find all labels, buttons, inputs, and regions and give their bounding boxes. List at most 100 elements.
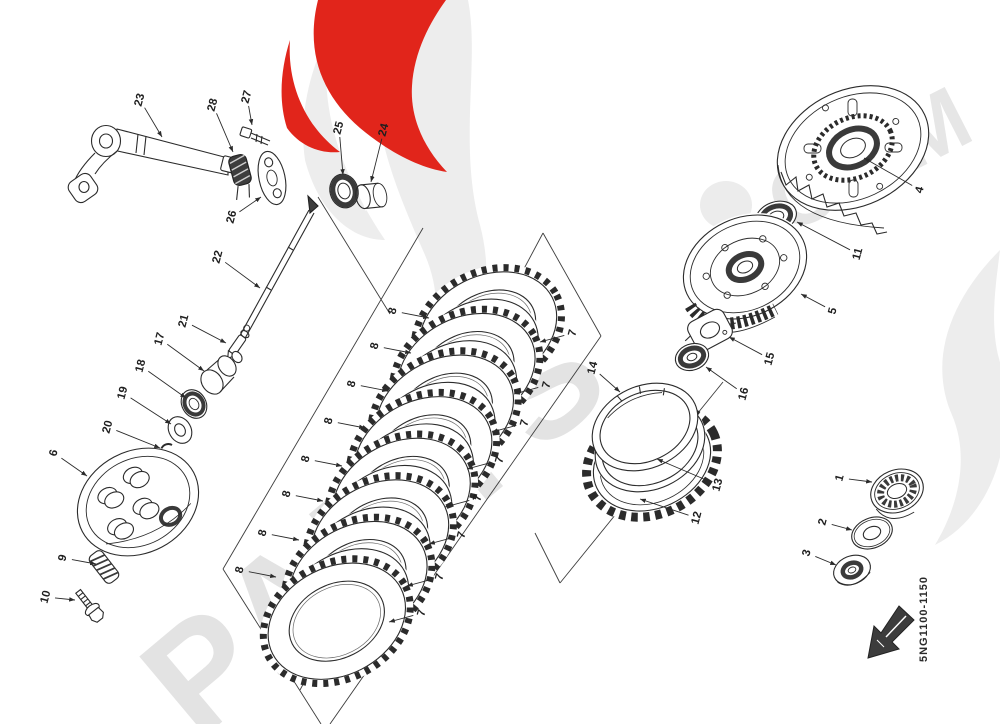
- leader-line-14: [599, 373, 621, 393]
- leader-line-8: [314, 460, 343, 468]
- leader-line-7: [444, 499, 470, 508]
- leader-line-11: [796, 221, 851, 251]
- callout-11: 11: [851, 246, 866, 261]
- callout-15: 15: [763, 351, 778, 367]
- part-bolt-27: [239, 126, 271, 146]
- callout-8: 8: [345, 379, 358, 389]
- callout-7: 7: [493, 455, 506, 464]
- callout-16: 16: [737, 386, 752, 401]
- callout-9: 9: [56, 553, 69, 562]
- leader-line-25: [339, 136, 345, 176]
- leader-line-23: [144, 107, 163, 138]
- callout-23: 23: [133, 92, 148, 107]
- leader-line-27: [248, 105, 254, 126]
- callout-8: 8: [256, 528, 269, 538]
- part-collar: [355, 182, 388, 211]
- callout-18: 18: [134, 358, 149, 374]
- leader-line-10: [54, 597, 76, 602]
- leader-line-24: [370, 138, 383, 183]
- callout-19: 19: [116, 385, 131, 400]
- leader-line-26: [239, 196, 262, 213]
- callout-27: 27: [240, 89, 255, 104]
- callout-21: 21: [177, 313, 192, 329]
- watermark-flame-gray-2: [303, 30, 385, 240]
- leader-line-4: [863, 157, 913, 186]
- callout-8: 8: [299, 454, 312, 464]
- leader-line-28: [216, 113, 234, 153]
- leader-line-7: [388, 614, 414, 623]
- leader-line-22: [224, 261, 261, 289]
- leader-line-8: [383, 347, 412, 355]
- leader-line-3: [815, 555, 837, 566]
- callout-28: 28: [206, 97, 221, 113]
- part-bearing-washer: [180, 389, 208, 419]
- callout-14: 14: [586, 360, 601, 376]
- leader-line-8: [248, 571, 277, 579]
- leader-line-6: [61, 457, 88, 477]
- leader-line-1: [848, 478, 873, 484]
- callout-8: 8: [280, 489, 293, 499]
- diagram-code: 5NG1100-1150: [918, 576, 930, 662]
- callout-leaders: [54, 105, 913, 623]
- callout-5: 5: [826, 306, 839, 316]
- leader-line-8: [401, 312, 430, 320]
- direction-arrow-icon: [867, 605, 915, 659]
- callout-7: 7: [455, 530, 468, 539]
- leader-line-9: [71, 559, 97, 566]
- clutch-plate-stack: [259, 264, 565, 688]
- part-retainer-plate: [257, 150, 287, 206]
- part-clutch-boss: [681, 213, 809, 333]
- watermark-flame-red-2: [281, 40, 340, 153]
- callout-7: 7: [433, 572, 446, 581]
- leader-line-21: [191, 324, 227, 344]
- part-lock-washer: [684, 308, 736, 352]
- part-pressure-plate: [76, 447, 200, 557]
- leader-line-8: [337, 422, 366, 430]
- part-push-lever: [67, 124, 239, 204]
- part-top-ring: [591, 382, 699, 472]
- callout-13: 13: [711, 477, 726, 492]
- callout-7: 7: [518, 418, 531, 427]
- leader-line-17: [167, 343, 205, 372]
- friction-plate: [259, 555, 414, 688]
- part-clutch-housing: [776, 85, 930, 235]
- callout-25: 25: [332, 120, 347, 136]
- callout-2: 2: [816, 517, 829, 526]
- leader-line-20: [116, 429, 161, 449]
- leader-line-7: [491, 424, 517, 433]
- leader-line-12: [639, 498, 689, 516]
- leader-line-15: [728, 336, 763, 356]
- callout-24: 24: [377, 122, 392, 138]
- callout-8: 8: [322, 416, 335, 426]
- callout-7: 7: [415, 608, 428, 617]
- part-collar-nut: [833, 554, 871, 586]
- part-rod-end: [227, 324, 251, 360]
- callout-4: 4: [913, 185, 926, 195]
- part-push-screw: [200, 350, 243, 395]
- part-bearing: [869, 468, 925, 519]
- leader-line-7: [428, 536, 454, 545]
- callout-6: 6: [47, 448, 60, 457]
- callout-12: 12: [690, 510, 705, 525]
- part-plain-washer: [167, 416, 193, 444]
- part-plate-washer: [851, 516, 893, 550]
- part-oil-seal: [329, 173, 359, 209]
- leader-line-7: [466, 461, 492, 470]
- callout-8: 8: [368, 341, 381, 351]
- part-spring-bolt: [75, 588, 104, 623]
- callout-22: 22: [211, 249, 226, 264]
- callout-10: 10: [39, 589, 54, 604]
- leader-line-7: [539, 334, 565, 343]
- leader-line-19: [130, 397, 172, 425]
- callout-26: 26: [225, 209, 240, 224]
- leader-line-2: [831, 523, 853, 531]
- callout-8: 8: [233, 565, 246, 575]
- callout-7: 7: [540, 380, 553, 389]
- callout-7: 7: [471, 493, 484, 502]
- leader-line-8: [295, 495, 324, 503]
- watermark-flame-red: [313, 0, 447, 172]
- leader-line-13: [656, 458, 710, 482]
- part-lever-spring: [228, 153, 252, 200]
- callout-8: 8: [386, 306, 399, 316]
